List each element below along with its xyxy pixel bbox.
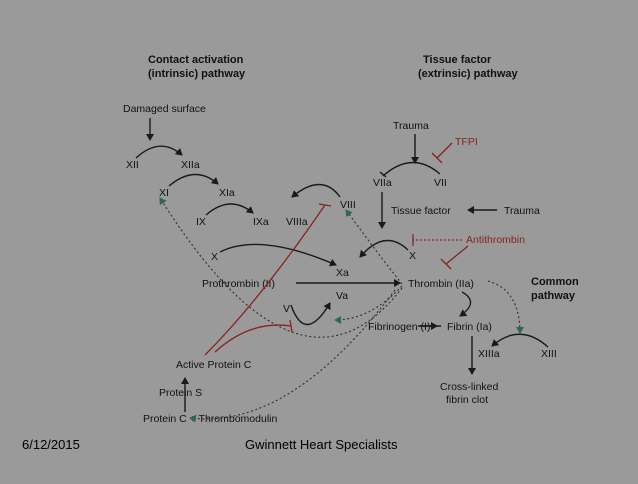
inhibitor-antithrombin-bar2 [440,258,452,270]
label-xia: XIa [219,187,235,199]
arrow-x-to-xa [219,243,337,267]
label-tfpi: TFPI [455,136,478,148]
label-xiia: XIIa [181,159,200,171]
arrow-v-to-va [290,302,331,326]
common-header-line1: Common [531,276,579,288]
tissue-header-line2: (extrinsic) pathway [418,68,519,80]
label-crosslinked-line1: Cross-linked [440,381,499,393]
label-damaged-surface: Damaged surface [123,103,206,115]
inhibitor-apc-v-bar [289,319,293,333]
inhibitor-lines [204,142,469,356]
feedback-thrombin-to-v [334,285,403,324]
label-tissue-factor: Tissue factor [391,205,451,217]
inhibitor-tfpi [436,142,453,159]
feedback-thrombin-to-viii [345,209,403,285]
inhibitor-antithrombin-to-thrombin [445,245,469,265]
label-protein-c-thrombomodulin: Protein C + Thrombomodulin [143,413,277,425]
solid-arrows [135,118,549,412]
label-x-left: X [211,251,218,263]
contact-header-line2: (intrinsic) pathway [148,68,246,80]
label-xi: XI [159,187,169,199]
label-viia: VIIa [373,177,392,189]
label-fibrin: Fibrin (Ia) [447,321,492,333]
label-xii: XII [126,159,139,171]
label-vii: VII [434,177,447,189]
arc-vii-to-viia [382,161,441,177]
label-xa: Xa [336,267,349,279]
label-ixa: IXa [253,216,269,228]
label-ix: IX [196,216,206,228]
inhibitor-apc-to-viiia [204,204,326,356]
feedback-arrows [159,197,524,423]
tissue-header-line1: Tissue factor [423,54,492,66]
label-viii: VIII [340,199,356,211]
label-viiia: VIIIa [286,216,308,228]
label-thrombin: Thrombin (IIa) [408,278,474,290]
label-v: V [283,303,290,315]
inhibitor-tfpi-bar [431,152,443,164]
arrow-viii-to-viiia [291,183,341,198]
arrow-xi-to-xia [168,173,219,187]
label-antithrombin: Antithrombin [466,234,525,246]
arrow-xii-to-xiia [135,145,183,159]
label-trauma-top: Trauma [393,120,429,132]
label-fibrinogen: Fibrinogen (I) [368,321,430,333]
label-xiiia: XIIIa [478,348,500,360]
arrow-x-right-to-xa [359,239,409,258]
common-header-line2: pathway [531,290,576,302]
arrow-ix-to-ixa [205,203,254,216]
arc-tip [379,171,387,178]
inhibitor-apc-to-v [214,324,292,353]
label-x-right: X [409,250,416,262]
label-prothrombin: Prothrombin (II) [202,278,275,290]
feedback-thrombin-to-xiii [487,280,524,334]
label-crosslinked-line2: fibrin clot [446,394,488,406]
footer-organization: Gwinnett Heart Specialists [245,437,398,452]
label-xiii: XIII [541,348,557,360]
label-active-protein-c: Active Protein C [176,359,252,371]
contact-header-line1: Contact activation [148,54,244,66]
label-protein-s: Protein S [159,387,202,399]
footer-date: 6/12/2015 [22,437,80,452]
label-trauma-right: Trauma [504,205,540,217]
inhibitor-apc-viiia-bar [318,203,332,207]
arrow-thrombin-to-fibrin [459,291,472,317]
label-va: Va [336,290,348,302]
arrow-xiii-to-xiiia [491,333,549,348]
